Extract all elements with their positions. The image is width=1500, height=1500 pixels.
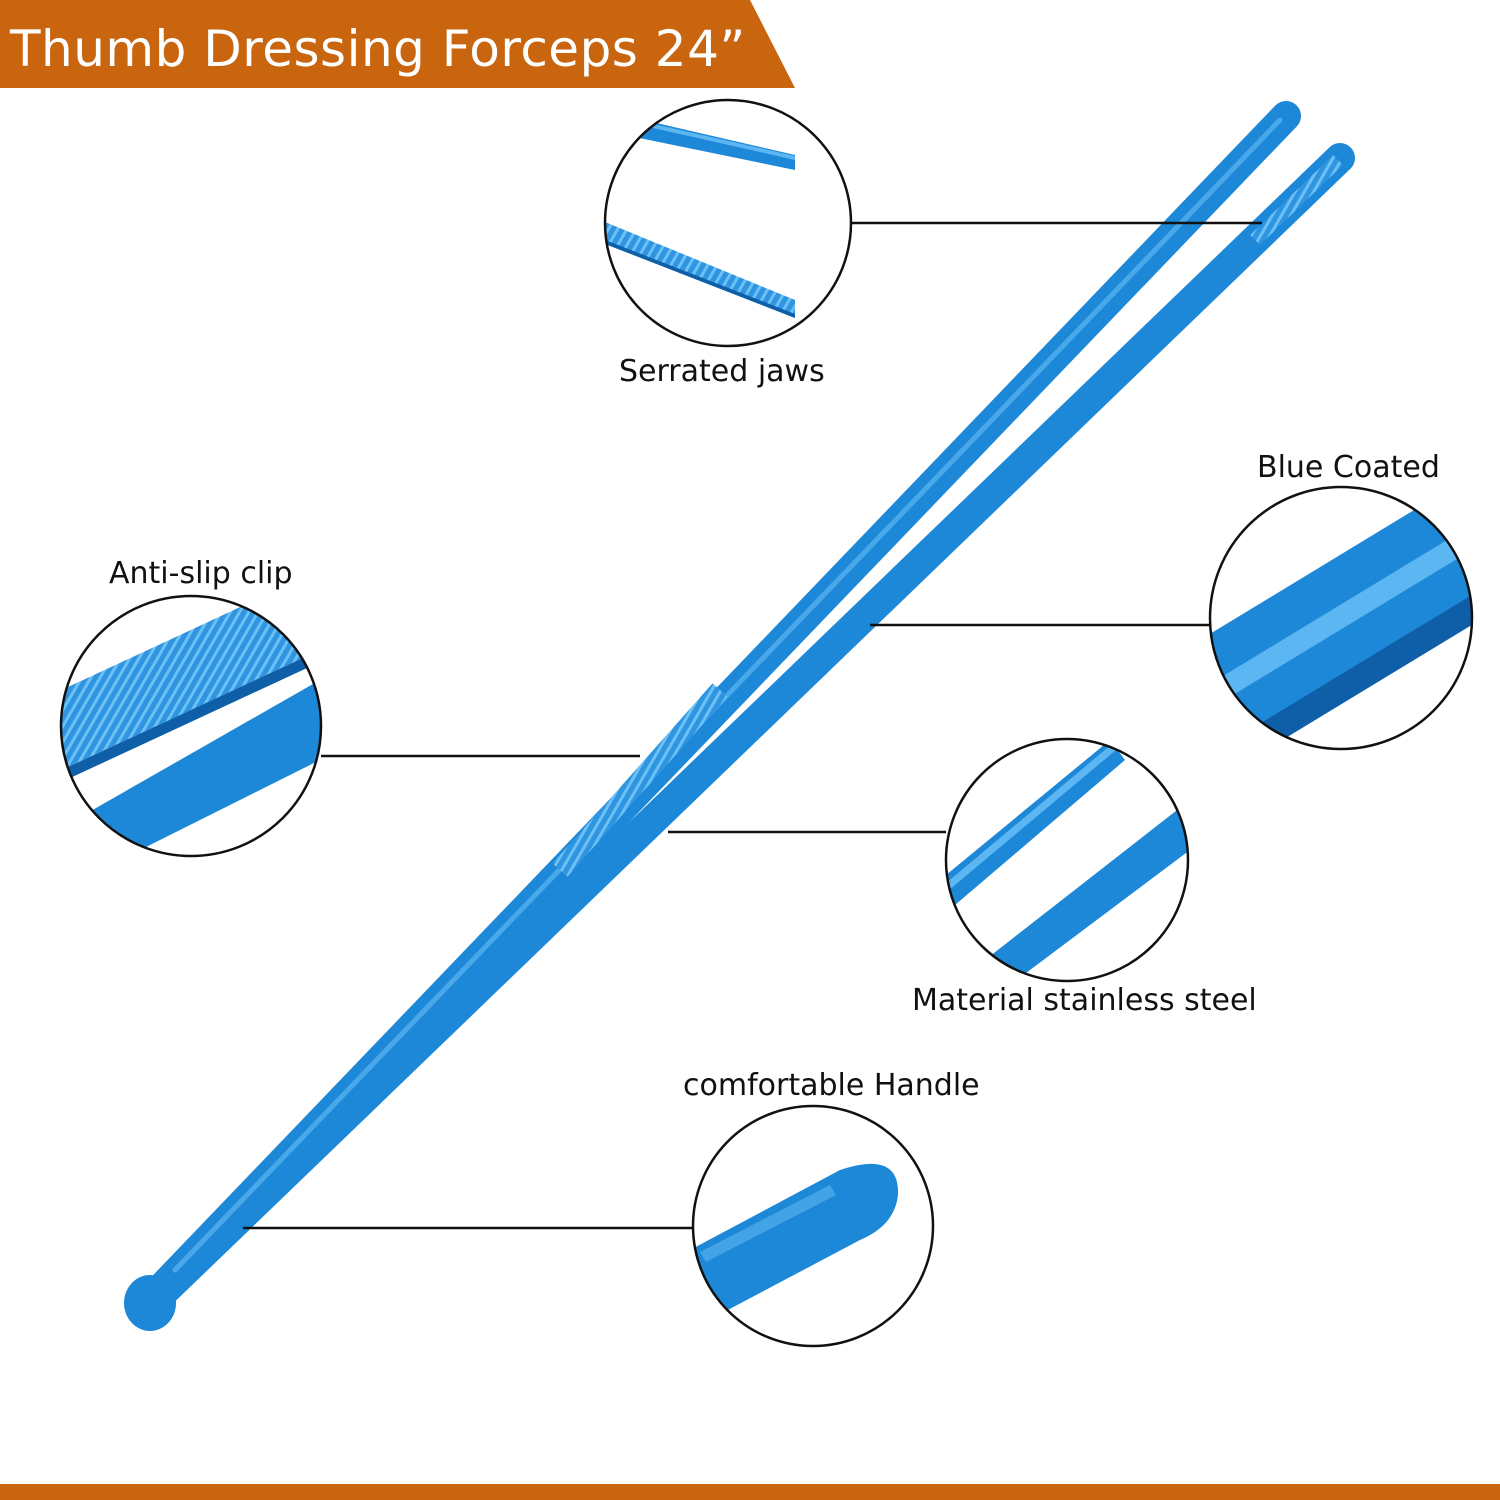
forceps-highlight	[172, 117, 1283, 1273]
label-anti-slip-clip: Anti-slip clip	[109, 556, 293, 591]
footer-stripe	[0, 1484, 1500, 1500]
label-comfortable-handle: comfortable Handle	[683, 1068, 980, 1103]
label-serrated-jaws: Serrated jaws	[619, 354, 825, 389]
zoom-circle-anti-slip-clip	[59, 594, 323, 858]
jaw-serration	[1250, 154, 1343, 246]
zoom-circle-material	[944, 737, 1190, 983]
title-banner	[0, 0, 795, 88]
label-blue-coated: Blue Coated	[1257, 450, 1440, 485]
zoom-circle-handle	[691, 1104, 935, 1348]
anti-slip-grip	[552, 683, 728, 877]
leader-lines	[243, 221, 1262, 1230]
forceps	[124, 101, 1355, 1331]
zoom-circle-blue-coated	[1208, 485, 1474, 751]
zoom-circle-serrated-jaws	[603, 98, 853, 348]
label-material: Material stainless steel	[912, 983, 1257, 1018]
page-title: Thumb Dressing Forceps 24”	[10, 20, 746, 78]
handle-tip	[124, 1275, 176, 1331]
